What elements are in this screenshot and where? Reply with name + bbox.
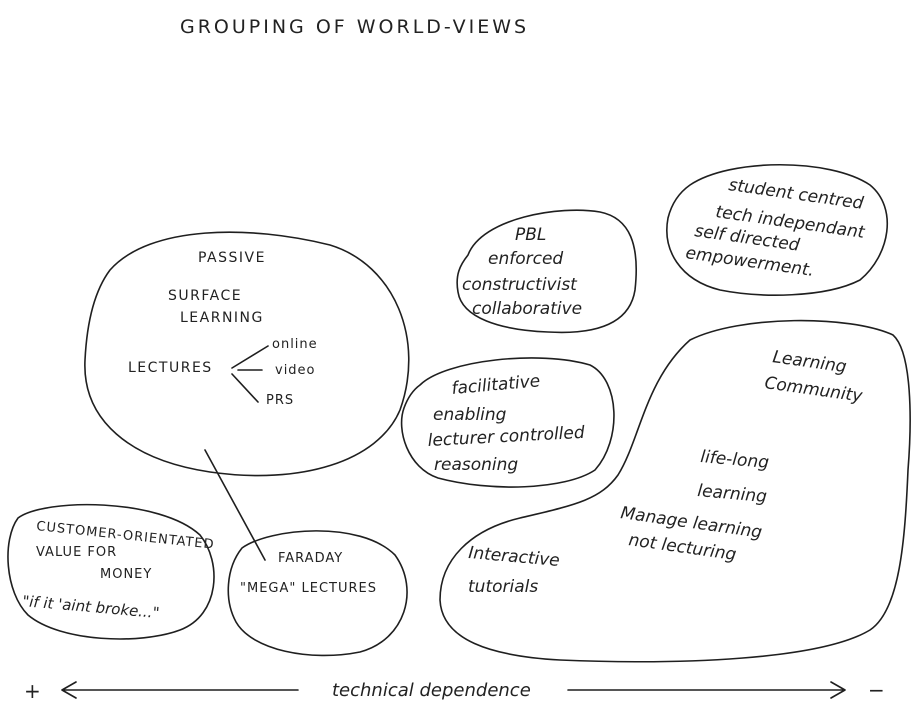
page-title: GROUPING OF WORLD-VIEWS: [180, 16, 529, 38]
axis-minus-label: −: [868, 678, 885, 702]
branch-prs: PRS: [266, 393, 294, 408]
interactive-label: Interactive: [468, 543, 561, 571]
lectures-branch-lines: [231, 345, 269, 403]
community-outline: [439, 319, 911, 663]
pbl-label: PBL: [515, 225, 546, 245]
if-it-aint-broke-label: "if it 'aint broke...": [22, 592, 161, 622]
facilitative-label: facilitative: [451, 371, 541, 399]
pbl-constructivist: constructivist: [462, 275, 578, 295]
learning-label-2: learning: [697, 481, 768, 507]
pbl-collaborative: collaborative: [472, 299, 582, 319]
branch-online: online: [272, 337, 318, 352]
axis-right-arrow: [567, 681, 846, 699]
passive-group: PASSIVE SURFACE LEARNING LECTURES online…: [84, 231, 410, 477]
lectures-label: LECTURES: [128, 360, 213, 376]
pbl-group: PBL enforced constructivist collaborativ…: [456, 209, 638, 334]
technical-dependence-axis: + technical dependence −: [24, 678, 885, 703]
learning-community-label: Learning: [771, 347, 848, 377]
reasoning-label: reasoning: [434, 455, 518, 475]
faraday-label: FARADAY: [278, 551, 343, 566]
life-long-label: life-long: [700, 447, 770, 473]
customer-group: CUSTOMER-ORIENTATED VALUE FOR MONEY "if …: [7, 503, 215, 640]
faraday-outline: [227, 530, 408, 657]
enabling-label: enabling: [433, 405, 507, 425]
customer-outline: [7, 503, 215, 640]
money-label: MONEY: [100, 567, 152, 582]
community-label: Community: [763, 373, 864, 407]
facilitative-outline: [400, 357, 615, 488]
passive-label: PASSIVE: [198, 250, 266, 266]
axis-left-arrow: [61, 681, 299, 699]
surface-label: SURFACE: [168, 288, 242, 304]
facilitative-group: facilitative enabling lecturer controlle…: [400, 357, 615, 488]
lecturer-controlled-label: lecturer controlled: [427, 423, 585, 451]
student-outline: [666, 164, 889, 296]
passive-outline: [84, 231, 410, 477]
pbl-outline: [456, 209, 638, 334]
mega-lectures-label: "MEGA" LECTURES: [240, 581, 377, 596]
axis-label: technical dependence: [332, 680, 531, 701]
learning-community-group: Learning Community life-long learning Ma…: [439, 319, 911, 663]
axis-plus-label: +: [24, 679, 41, 703]
student-centred-group: student centred tech independant self di…: [666, 164, 889, 296]
learning-label: LEARNING: [180, 310, 264, 326]
tutorials-label: tutorials: [468, 577, 538, 597]
value-for-label: VALUE FOR: [36, 545, 117, 560]
pbl-enforced: enforced: [488, 249, 563, 269]
faraday-group: FARADAY "MEGA" LECTURES: [227, 530, 408, 657]
branch-video: video: [275, 363, 316, 378]
